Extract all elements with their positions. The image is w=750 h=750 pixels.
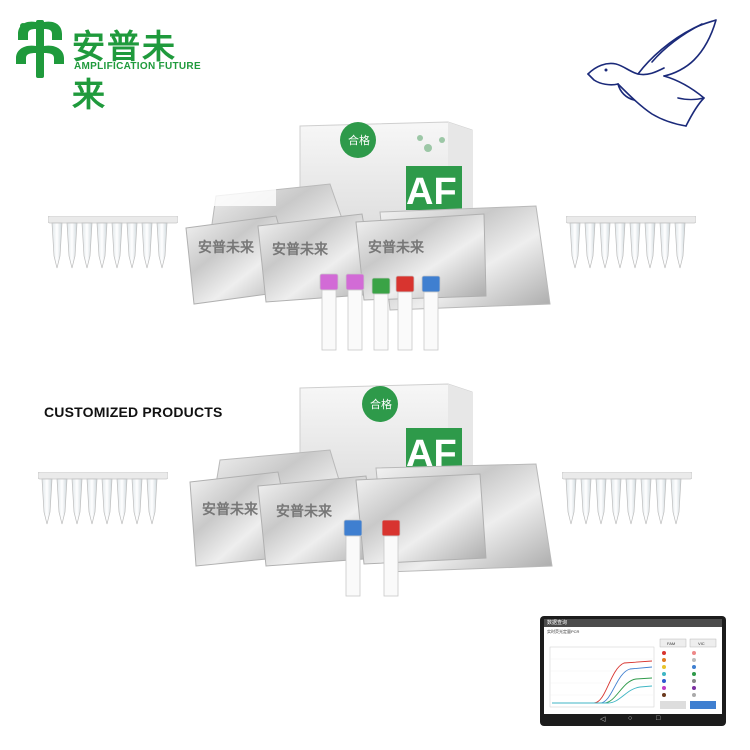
channel-fam-button[interactable]: FAM — [667, 641, 675, 646]
amplification-plot: FAM VIC — [549, 638, 717, 709]
product-kit-bottom: 合格 AF 安普未来 安普未来 — [180, 380, 620, 620]
tablet-screen: 数据查询 实时荧光定量PCR FAM VIC — [544, 619, 722, 714]
brand-name-cn: 安普未来 — [72, 27, 177, 114]
box-af-logo: AF — [406, 171, 457, 213]
pouch-label: 安普未来 — [276, 503, 333, 520]
dove-icon — [587, 19, 717, 127]
pouch-label: 安普未来 — [368, 239, 425, 256]
product-kit-top: 合格 AF 安普未来 安普未来 安普未来 — [180, 118, 620, 358]
pouch-label: 安普未来 — [272, 241, 329, 258]
leaf-logo-icon — [16, 20, 64, 78]
tablet-screenshot: 数据查询 实时荧光定量PCR FAM VIC — [540, 616, 726, 726]
pouch-label: 安普未来 — [202, 501, 259, 518]
box-label: 合格 — [370, 397, 392, 411]
tablet-header: 数据查询 — [544, 619, 722, 627]
home-icon[interactable]: ○ — [628, 715, 633, 722]
recent-apps-icon[interactable]: □ — [656, 715, 661, 722]
channel-vic-button[interactable]: VIC — [698, 641, 705, 646]
pouch-label: 安普未来 — [198, 239, 255, 256]
brand-logo: 安普未来 AMPLIFICATION FUTURE — [12, 14, 202, 114]
box-label: 合格 — [348, 133, 370, 147]
pcr-tube-strip — [48, 216, 178, 269]
tablet-subtitle: 实时荧光定量PCR — [547, 629, 580, 634]
customized-products-title: CUSTOMIZED PRODUCTS — [44, 404, 223, 420]
tablet-nav-bar: ◁ ○ □ — [540, 714, 726, 726]
brand-name-en: AMPLIFICATION FUTURE — [74, 61, 201, 72]
back-icon[interactable]: ◁ — [600, 716, 606, 723]
pcr-tube-strip — [38, 472, 168, 525]
